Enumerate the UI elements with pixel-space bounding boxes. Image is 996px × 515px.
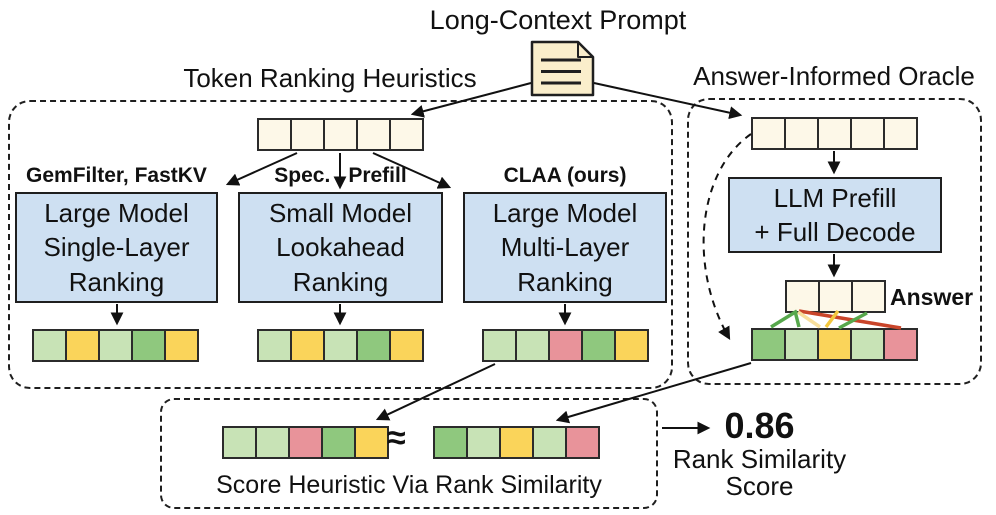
left-section-title: Token Ranking Heuristics bbox=[183, 63, 477, 93]
token-cell-cream bbox=[785, 280, 820, 313]
token-cell-dark-green bbox=[433, 426, 468, 459]
token-cell-yellow bbox=[499, 426, 534, 459]
token-cell-red bbox=[565, 426, 600, 459]
single-layer-ranking-strip bbox=[32, 329, 199, 362]
token-cell-light-green bbox=[515, 329, 550, 362]
answer-token-strip bbox=[785, 280, 886, 313]
bottom-heuristic-strip bbox=[222, 426, 389, 459]
token-cell-cream bbox=[883, 117, 918, 150]
token-cell-light-green bbox=[850, 328, 885, 361]
method-label-spec: Spec. bbox=[274, 164, 331, 187]
token-cell-yellow bbox=[389, 329, 424, 362]
llm-prefill-decode-box: LLM Prefill + Full Decode bbox=[728, 177, 942, 253]
lookahead-ranking-strip bbox=[257, 329, 424, 362]
prompt-token-strip-left bbox=[257, 118, 424, 151]
token-cell-cream bbox=[290, 118, 325, 151]
token-cell-yellow bbox=[164, 329, 199, 362]
token-ranking-heuristics-box bbox=[8, 100, 673, 389]
method-label-spec-prefill: Spec. Prefill bbox=[238, 164, 443, 188]
token-cell-light-green bbox=[532, 426, 567, 459]
claa-ranking-strip bbox=[482, 329, 649, 362]
token-cell-light-green bbox=[32, 329, 67, 362]
token-cell-light-green bbox=[466, 426, 501, 459]
oracle-ranking-strip bbox=[751, 328, 918, 361]
prompt-token-strip-right bbox=[751, 117, 918, 150]
token-cell-dark-green bbox=[581, 329, 616, 362]
score-caption-line1: Rank Similarity bbox=[672, 443, 847, 474]
token-cell-light-green bbox=[98, 329, 133, 362]
token-cell-light-green bbox=[255, 426, 290, 459]
score-caption-line2: Score bbox=[725, 470, 794, 501]
token-cell-light-green bbox=[257, 329, 292, 362]
token-cell-yellow bbox=[614, 329, 649, 362]
token-cell-red bbox=[548, 329, 583, 362]
right-section-title: Answer-Informed Oracle bbox=[693, 61, 975, 91]
token-cell-cream bbox=[850, 117, 885, 150]
multi-layer-ranking-box: Large Model Multi-Layer Ranking bbox=[463, 192, 667, 303]
token-cell-yellow bbox=[354, 426, 389, 459]
token-cell-dark-green bbox=[356, 329, 391, 362]
lookahead-ranking-box: Small Model Lookahead Ranking bbox=[238, 192, 443, 303]
token-cell-cream bbox=[257, 118, 292, 151]
score-heuristic-caption: Score Heuristic Via Rank Similarity bbox=[216, 471, 602, 499]
token-cell-cream bbox=[389, 118, 424, 151]
token-cell-cream bbox=[751, 117, 786, 150]
token-cell-light-green bbox=[222, 426, 257, 459]
token-cell-cream bbox=[851, 280, 886, 313]
token-cell-dark-green bbox=[131, 329, 166, 362]
token-cell-light-green bbox=[323, 329, 358, 362]
answer-informed-oracle-box bbox=[687, 98, 982, 385]
token-cell-cream bbox=[356, 118, 391, 151]
rank-similarity-score-block: 0.86 Rank Similarity Score bbox=[652, 406, 867, 500]
method-label-prefill: Prefill bbox=[348, 164, 407, 187]
token-cell-cream bbox=[323, 118, 358, 151]
method-label-gemfilter-fastkv: GemFilter, FastKV bbox=[26, 164, 207, 187]
token-cell-yellow bbox=[290, 329, 325, 362]
score-value: 0.86 bbox=[724, 405, 795, 446]
page-title: Long-Context Prompt bbox=[429, 5, 687, 35]
token-cell-dark-green bbox=[321, 426, 356, 459]
method-label-claa: CLAA (ours) bbox=[503, 164, 627, 187]
token-cell-cream bbox=[784, 117, 819, 150]
approx-symbol: ≈ bbox=[387, 419, 406, 457]
token-cell-yellow bbox=[817, 328, 852, 361]
token-cell-light-green bbox=[482, 329, 517, 362]
single-layer-ranking-box: Large Model Single-Layer Ranking bbox=[15, 192, 218, 303]
bottom-oracle-strip bbox=[433, 426, 600, 459]
token-cell-cream bbox=[817, 117, 852, 150]
token-cell-cream bbox=[818, 280, 853, 313]
token-cell-dark-green bbox=[751, 328, 786, 361]
token-cell-red bbox=[883, 328, 918, 361]
token-cell-light-green bbox=[784, 328, 819, 361]
token-cell-yellow bbox=[65, 329, 100, 362]
token-cell-red bbox=[288, 426, 323, 459]
answer-label: Answer bbox=[890, 284, 974, 310]
